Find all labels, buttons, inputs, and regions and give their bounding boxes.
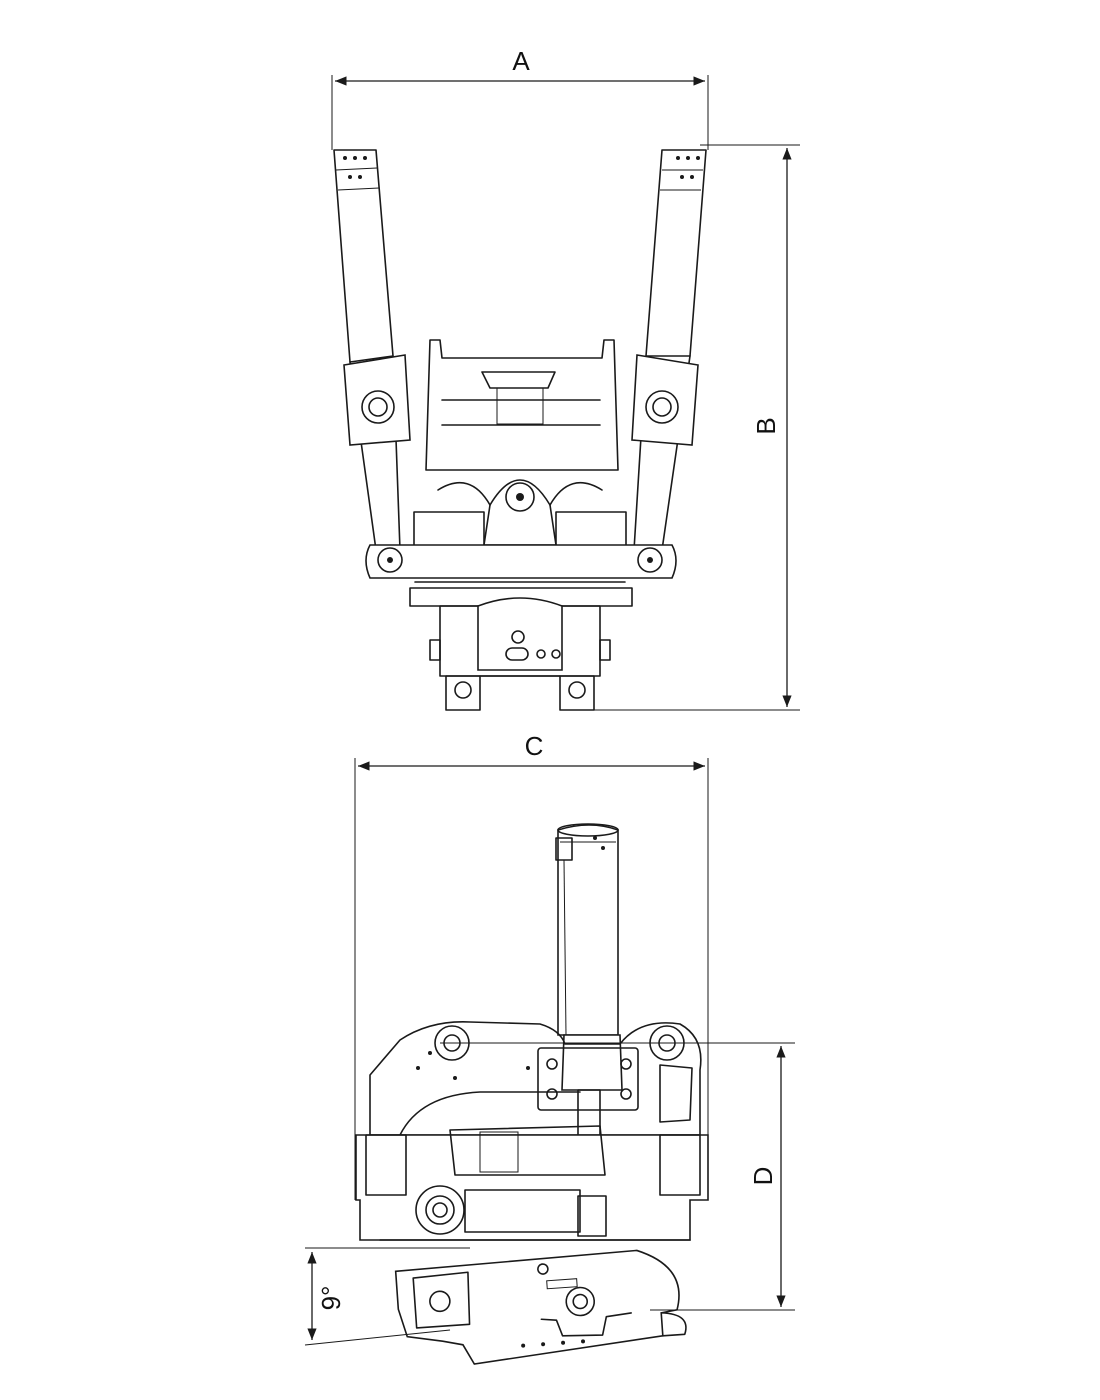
dimension-b: B (590, 144, 800, 711)
right-cylinder-mount (631, 354, 699, 446)
dimension-a: A (331, 46, 709, 150)
right-tilt-cylinder (633, 149, 707, 551)
dimension-tilt-angle: 9° (304, 1247, 470, 1346)
coupler-frame-front (409, 587, 633, 711)
side-coupler (394, 1249, 687, 1365)
dimension-label-a: A (512, 46, 530, 76)
left-cylinder-mount (343, 354, 411, 446)
side-bracket (369, 1021, 702, 1136)
link-beam (365, 544, 677, 583)
rotator-body (355, 1125, 709, 1241)
dimension-label-b: B (751, 417, 781, 434)
side-view (355, 823, 709, 1365)
upper-bracket (425, 339, 619, 471)
dimension-label-d: D (748, 1167, 778, 1186)
dimension-d: D (440, 1042, 795, 1311)
dimension-label-c: C (525, 731, 544, 761)
front-view (333, 149, 707, 711)
dimension-label-tilt-angle: 9° (316, 1286, 346, 1311)
dimension-c: C (354, 731, 709, 1200)
left-tilt-cylinder (333, 149, 401, 551)
